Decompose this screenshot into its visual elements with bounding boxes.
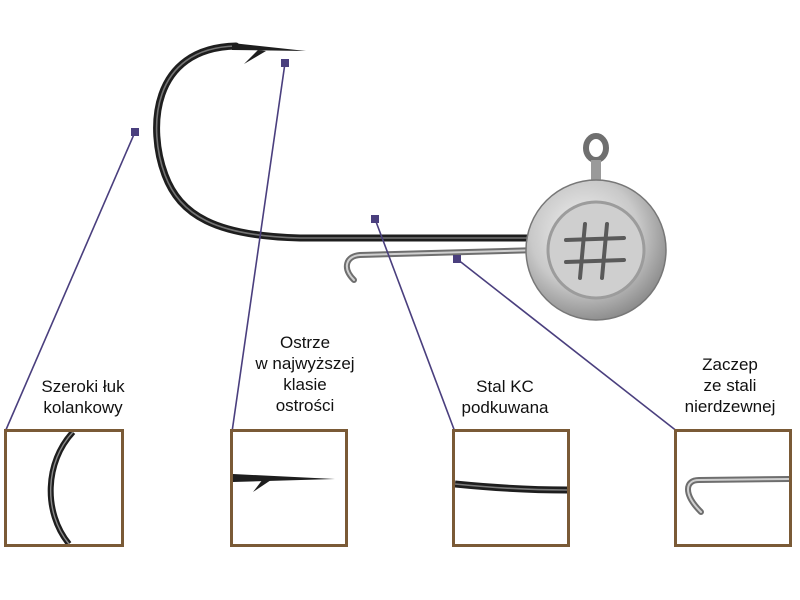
steel-detail-image [455,480,567,494]
leader-steel [374,218,456,433]
detail-box-steel [452,429,570,547]
hook-point [232,43,306,51]
leader-lines [4,62,679,433]
detail-box-keeper [674,429,792,547]
callout-label-point: Ostrze w najwyższej klasie ostrości [255,333,355,415]
line-eye [583,133,609,163]
leader-keeper [456,258,679,433]
bend-detail-image [47,432,76,544]
hook-barb [244,50,266,64]
marker-bend [131,128,139,136]
point-detail-image [233,474,335,492]
callout-label-bend: Szeroki łuk kolankowy [41,377,125,417]
leader-bend [4,131,136,433]
hash-logo-icon [564,222,626,280]
keeper-wire [343,247,543,283]
jig-head [525,133,667,321]
detail-box-bend [4,429,124,547]
leader-markers [131,59,461,263]
marker-keeper [453,255,461,263]
callout-label-keeper: Zaczep ze stali nierdzewnej [684,355,776,416]
marker-steel [371,215,379,223]
hook-wire [153,42,539,242]
detail-box-point [230,429,348,547]
keeper-detail-image [685,476,789,515]
callout-label-steel: Stal KC podkuwana [461,377,549,417]
leader-point [231,62,286,433]
marker-point [281,59,289,67]
